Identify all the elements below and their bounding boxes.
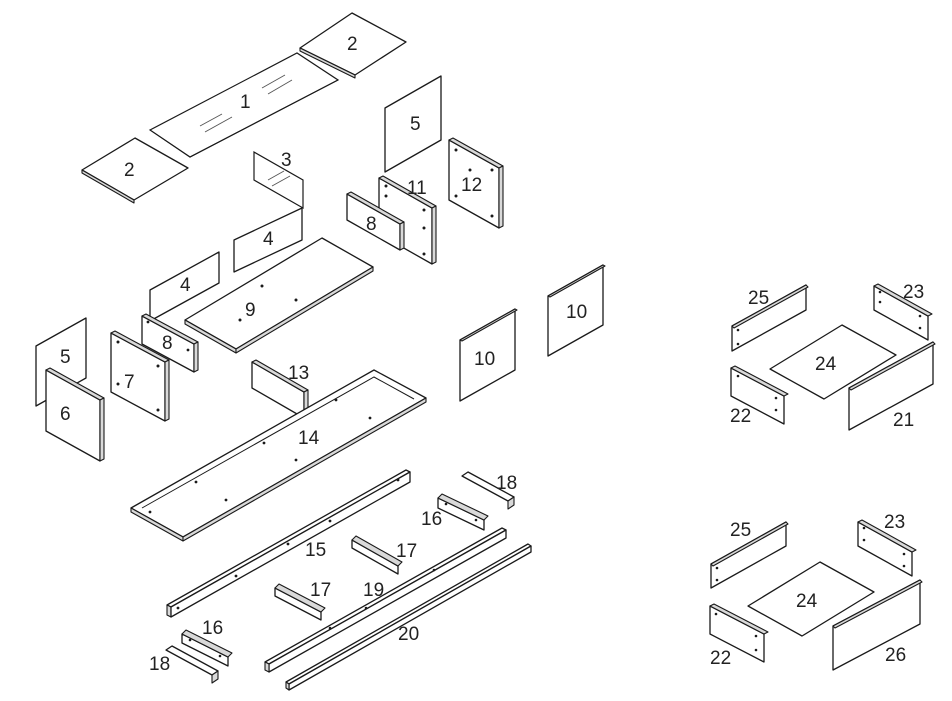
label-8-upper: 8 [366, 214, 377, 235]
label-17-left: 17 [310, 580, 331, 601]
part-12-side-panel: 12 [448, 137, 504, 229]
label-16-left: 16 [202, 618, 223, 639]
label-20: 20 [398, 624, 419, 645]
part-10-door-front: 10 [459, 308, 518, 402]
part-9-shelf: 9 [184, 237, 374, 354]
label-5-lower: 5 [60, 347, 71, 368]
label-18-left: 18 [149, 654, 170, 675]
label-22-drawer1: 22 [730, 406, 751, 427]
label-2-top: 2 [347, 34, 358, 55]
label-17-right: 17 [396, 541, 417, 562]
label-24-drawer1: 24 [815, 354, 837, 375]
label-13: 13 [288, 363, 309, 384]
part-15-long-rail: 15 [166, 469, 411, 618]
part-18-cleat-right: 18 [461, 471, 517, 510]
label-19: 19 [363, 580, 384, 601]
label-23-drawer2: 23 [884, 512, 905, 533]
label-21-drawer1: 21 [893, 410, 914, 431]
part-7-side-panel: 7 [110, 330, 170, 422]
label-24-drawer2: 24 [796, 591, 818, 612]
label-6: 6 [60, 404, 71, 425]
part-4-panel-lower: 4 [149, 251, 220, 322]
drawer-2-parts: 25 23 24 22 26 [709, 512, 923, 671]
label-10-back: 10 [566, 302, 587, 323]
part-5-panel-upper: 5 [384, 75, 442, 173]
part-20-rail: 20 [285, 543, 532, 691]
part-17-cleat-right: 17 [351, 535, 417, 575]
part-11-side-panel: 11 [378, 175, 437, 265]
part-21-drawer-front: 21 [848, 341, 936, 431]
part-10-door-back: 10 [547, 264, 606, 357]
label-1: 1 [240, 92, 251, 113]
label-10-front: 10 [474, 349, 495, 370]
label-26-drawer2: 26 [885, 645, 906, 666]
label-7: 7 [124, 372, 135, 393]
label-25-drawer1: 25 [748, 288, 769, 309]
label-11: 11 [407, 178, 427, 199]
label-4-upper: 4 [263, 229, 274, 250]
part-18-cleat-left: 18 [149, 645, 219, 684]
part-19-rail: 19 [264, 527, 507, 673]
part-23-drawer-side: 23 [873, 282, 933, 341]
part-1-glass-top: 1 [148, 52, 340, 158]
label-23-drawer1: 23 [903, 282, 924, 303]
part-24-drawer-bottom: 24 [769, 324, 897, 400]
part-13-rail: 13 [251, 359, 309, 419]
label-2-left: 2 [124, 160, 135, 181]
label-16-right: 16 [421, 509, 442, 530]
label-8-lower: 8 [162, 333, 173, 354]
label-25-drawer2: 25 [730, 520, 751, 541]
part-8-rail-lower: 8 [141, 313, 199, 373]
part-2-left-panel: 2 [81, 137, 189, 204]
part-25-drawer-back-2: 25 [710, 520, 789, 589]
part-22-drawer-side: 22 [730, 365, 789, 427]
part-6-side-panel: 6 [45, 367, 105, 462]
drawer-1-parts: 25 23 24 22 21 [730, 282, 936, 431]
label-22-drawer2: 22 [710, 648, 731, 669]
label-5-upper: 5 [410, 114, 421, 135]
part-8-rail-upper: 8 [346, 191, 405, 251]
label-18-right: 18 [496, 473, 517, 494]
label-15: 15 [305, 540, 326, 561]
part-2-top-panel: 2 [299, 12, 407, 79]
label-12: 12 [461, 175, 482, 196]
part-16-cleat-left: 16 [181, 618, 233, 667]
label-3: 3 [281, 150, 292, 171]
label-4-lower: 4 [180, 275, 191, 296]
part-14-bottom-panel: 14 [130, 369, 427, 542]
part-17-cleat-left: 17 [274, 580, 331, 621]
label-14: 14 [298, 428, 320, 449]
part-23-drawer-side-2: 23 [857, 512, 917, 577]
part-3-glass-panel: 3 [253, 150, 304, 210]
part-26-drawer-front: 26 [832, 579, 923, 671]
part-22-drawer-side-2: 22 [709, 603, 769, 669]
label-9: 9 [245, 300, 256, 321]
part-24-drawer-bottom-2: 24 [747, 561, 875, 637]
part-4-panel-upper: 4 [233, 207, 303, 273]
part-25-drawer-back: 25 [731, 284, 809, 352]
part-16-cleat-right: 16 [421, 493, 489, 531]
